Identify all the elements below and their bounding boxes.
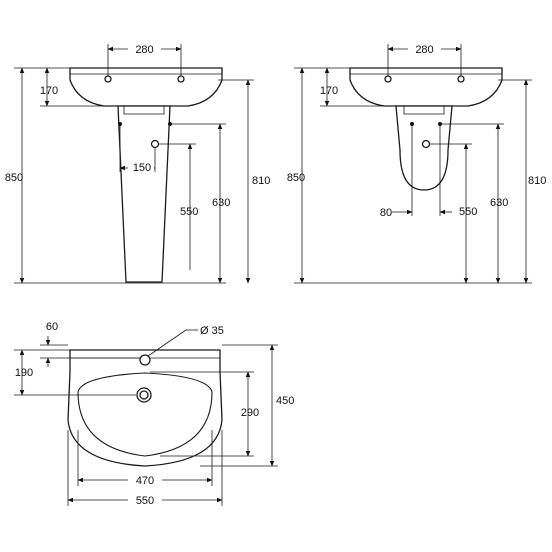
pedestal-column — [117, 105, 171, 283]
waste-spread-label: 150 — [133, 162, 151, 174]
pipe-height-low-label-2: 550 — [459, 206, 477, 218]
tap-hole — [139, 354, 151, 366]
tap-hole-right-2 — [457, 75, 465, 83]
front-view-pedestal: 280 850 170 810 630 550 150 — [5, 44, 270, 284]
trap-width-label: 80 — [380, 207, 392, 219]
drain-inner — [139, 390, 149, 400]
basin-plan-outline — [67, 349, 223, 467]
front-view-semi-pedestal: 280 850 170 810 630 550 80 — [287, 44, 546, 284]
tap-setback-label: 190 — [15, 367, 33, 379]
rim-depth-label: 60 — [46, 321, 58, 333]
tap-spacing-label-2: 280 — [415, 44, 433, 56]
bowl-depth-label: 290 — [241, 407, 259, 419]
tap-hole-diameter-label: Ø 35 — [200, 325, 224, 337]
tap-hole-right — [177, 75, 185, 83]
bowl-width-label: 470 — [136, 475, 154, 487]
pipe-height-low-label: 550 — [180, 206, 198, 218]
pipe-height-mid-label-2: 630 — [490, 197, 508, 209]
tap-spacing-label: 280 — [135, 44, 153, 56]
pipe-height-mid-label: 630 — [212, 197, 230, 209]
waste-height-right-label-2: 810 — [528, 175, 546, 187]
tap-hole-left-2 — [384, 75, 392, 83]
rim-to-floor-label: 850 — [5, 172, 23, 184]
tap-hole-left — [104, 75, 112, 83]
top-view: Ø 35 60 190 290 450 470 550 — [14, 321, 294, 507]
rim-to-floor-label-2: 850 — [287, 172, 305, 184]
overall-depth-label: 450 — [276, 395, 294, 407]
basin-depth-label-2: 170 — [320, 85, 338, 97]
bowl-outline — [77, 372, 213, 457]
waste-outlet-2 — [421, 139, 431, 149]
waste-outlet — [150, 139, 160, 149]
basin-depth-label: 170 — [40, 85, 58, 97]
waste-height-right-label: 810 — [252, 175, 270, 187]
overall-width-label: 550 — [136, 495, 154, 507]
semi-pedestal — [395, 105, 453, 191]
